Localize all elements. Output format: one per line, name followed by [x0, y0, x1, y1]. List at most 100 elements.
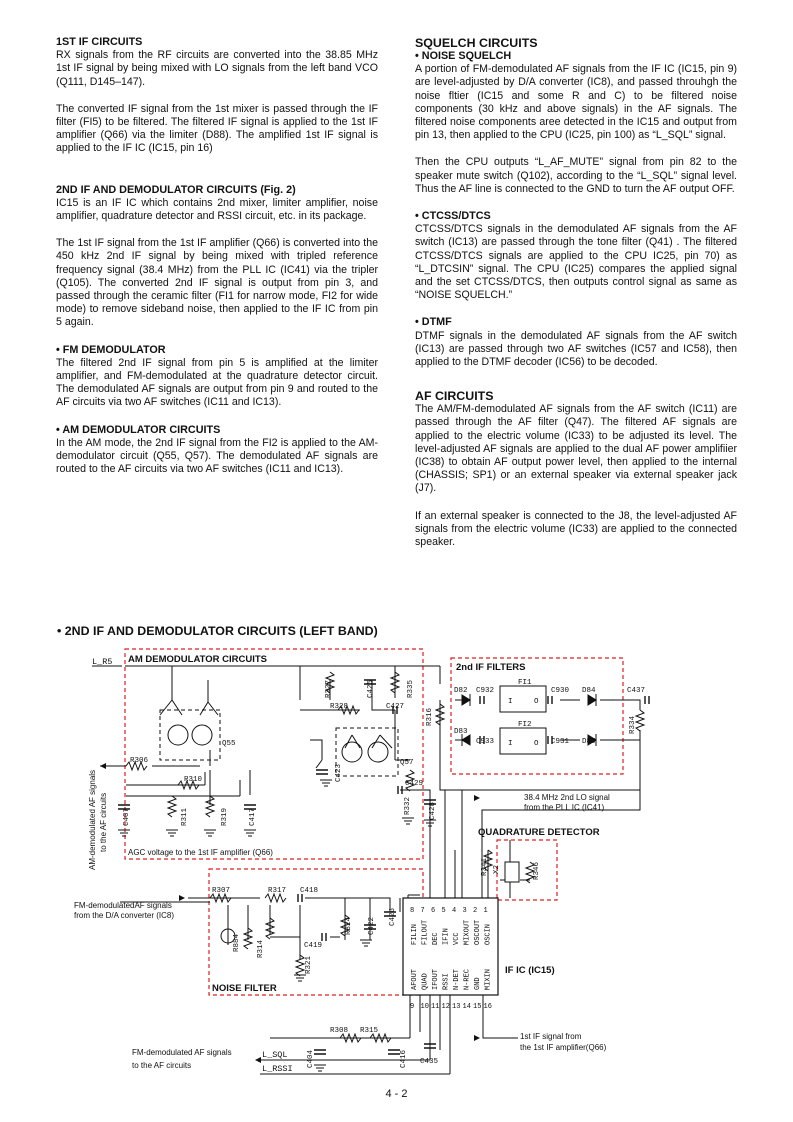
capacitor [397, 786, 403, 794]
arrow-icon [474, 795, 480, 801]
paragraph: IC15 is an IF IC which contains 2nd mixe… [56, 196, 378, 223]
ic-pin-name: RSSI [443, 973, 451, 990]
paragraph: The AM/FM-demodulated AF signals from th… [415, 403, 737, 495]
part-label: C931 [551, 738, 570, 746]
am-out-label-1: AM-demodulated AF signals [88, 770, 97, 870]
ic-pin-number: 16 [484, 1003, 492, 1011]
part-label: R324 [345, 916, 353, 935]
part-label: C423 [335, 763, 343, 782]
ic-pin-number: 11 [431, 1003, 439, 1011]
subsection-title: • DTMF [415, 316, 452, 329]
resistor [204, 795, 216, 818]
ground [314, 1064, 326, 1072]
arrow-icon [100, 763, 106, 769]
resistor [324, 671, 336, 694]
paragraph: DTMF signals in the demodulated AF signa… [415, 329, 737, 369]
resistor [242, 927, 254, 950]
if-filter-box [450, 657, 624, 775]
subsection-title: • CTCSS/DTCS [415, 210, 491, 223]
part-label: R328 [330, 703, 348, 711]
net-labels: L_R5 L_SQL L_RSSI [92, 657, 293, 1074]
ground [320, 779, 332, 787]
transistor [167, 724, 189, 746]
paragraph: RX signals from the RF circuits are conv… [56, 49, 378, 88]
part-label: R316 [426, 707, 434, 726]
capacitor [424, 799, 436, 805]
ic-pin-name: AFOUT [411, 969, 419, 990]
part-label: R307 [212, 887, 230, 895]
transistor [191, 724, 213, 746]
lo-label-2: from the PLL IC (IC41) [524, 803, 605, 812]
resistor [524, 861, 536, 884]
ground [294, 974, 306, 982]
paragraph: A portion of FM-demodulated AF signals f… [415, 63, 737, 142]
fm-out-label-1: FM-demodulated AF signals [132, 1048, 232, 1057]
ground [402, 817, 414, 825]
ic-pin-name: IFIN [443, 928, 451, 945]
ic-pin-name: GND [474, 977, 482, 990]
capacitor [479, 736, 485, 744]
part-label: D83 [454, 728, 468, 736]
ic-pin-name: N-REC [464, 969, 472, 990]
capacitor [314, 1049, 326, 1055]
part-label: O [534, 698, 539, 706]
ground [166, 829, 178, 837]
resistor [125, 760, 148, 772]
ground-symbols [118, 779, 436, 1072]
ground [360, 939, 372, 947]
ic-pin-number: 8 [410, 907, 414, 915]
ic-pin-name: DEC [432, 932, 440, 945]
q55-package [159, 709, 221, 761]
capacitor [547, 736, 553, 744]
arrows [100, 763, 480, 1063]
paragraph: The 1st IF signal from the 1st IF amplif… [56, 237, 378, 329]
resistor [482, 849, 494, 872]
resistor [434, 703, 446, 726]
capacitor [388, 1049, 400, 1055]
part-label: C417 [249, 808, 257, 826]
filter-fi2 [499, 727, 547, 755]
lo-label-1: 38.4 MHz 2nd LO signal [524, 793, 610, 802]
part-label: R335 [407, 679, 415, 698]
figure-title: • 2ND IF AND DEMODULATOR CIRCUITS (LEFT … [57, 624, 378, 638]
capacitor [479, 696, 485, 704]
part-label: R341 [481, 857, 489, 876]
paragraph: If an external speaker is connected to t… [415, 509, 737, 549]
paragraph: In the AM mode, the 2nd IF signal from t… [56, 436, 378, 476]
section-title: 2ND IF AND DEMODULATOR CIRCUITS (Fig. 2) [56, 183, 296, 196]
paragraph: Then the CPU outputs “L_AF_MUTE” signal … [415, 156, 737, 195]
paragraph: The filtered 2nd IF signal from pin 5 is… [56, 356, 378, 409]
part-label: C407 [123, 808, 131, 826]
part-label: R332 [404, 797, 412, 815]
part-label: R317 [268, 887, 286, 895]
part-label: C932 [476, 687, 494, 695]
part-label: C933 [476, 738, 495, 746]
capacitor [644, 696, 650, 704]
ic-pin-name: IFOUT [432, 969, 440, 990]
resistor [177, 779, 200, 791]
fm-in-label-1: FM-demodulatedAF signals [74, 901, 172, 910]
block-titles: AM DEMODULATOR CIRCUITS 2nd IF FILTERS Q… [128, 654, 600, 994]
if-filter-title: 2nd IF FILTERS [456, 662, 526, 673]
part-label: C418 [300, 887, 318, 895]
part-label: R315 [360, 1027, 379, 1035]
resistor [264, 892, 287, 904]
part-label: D84 [582, 687, 596, 695]
resistor [634, 709, 646, 732]
diode [461, 734, 471, 746]
subsection-title: • NOISE SQUELCH [415, 50, 512, 62]
capacitor [316, 769, 328, 775]
quad-detector-box [496, 839, 558, 901]
part-label: R311 [181, 807, 189, 826]
part-label: X2 [493, 865, 501, 874]
transistor [341, 741, 363, 763]
capacitor [384, 911, 396, 917]
am-out-label-2: to the AF circuits [99, 793, 108, 852]
part-label: Q55 [222, 740, 236, 748]
net-lsql: L_SQL [262, 1050, 288, 1060]
part-label: C435 [420, 1058, 439, 1066]
capacitor [424, 1043, 436, 1049]
subsection-title: • FM DEMODULATOR [56, 343, 166, 356]
resistor [389, 671, 401, 694]
ic-pin-number: 15 [473, 1003, 481, 1011]
